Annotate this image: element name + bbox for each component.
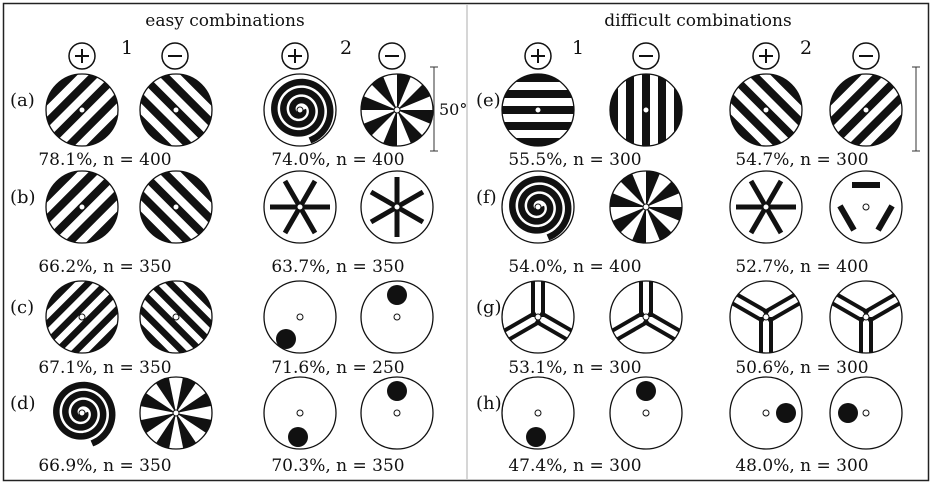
stimulus-sectors-fine — [140, 377, 212, 449]
header-easy: easy combinations — [145, 11, 304, 31]
stimulus-y-double-c — [730, 281, 802, 353]
stimulus-sectors — [610, 171, 682, 243]
stimulus-y-double-a — [502, 281, 574, 353]
accuracy-caption: 52.7%, n = 400 — [735, 257, 868, 277]
accuracy-caption: 54.7%, n = 300 — [735, 150, 868, 170]
column-number: 1 — [121, 37, 133, 59]
stimulus-dot-right — [730, 377, 802, 449]
stimulus-spiral — [264, 74, 336, 146]
stimulus-dot-bottom — [264, 377, 336, 449]
stimulus-spokes-6 — [264, 171, 336, 243]
accuracy-caption: 48.0%, n = 300 — [735, 456, 868, 476]
stimulus-y-double-b — [610, 281, 682, 353]
row-label: (d) — [10, 393, 36, 414]
stimulus-dot-bottom-left — [264, 281, 336, 353]
stimulus-spokes-6 — [730, 171, 802, 243]
row-label: (g) — [476, 297, 502, 318]
accuracy-caption: 66.9%, n = 350 — [38, 456, 171, 476]
accuracy-caption: 54.0%, n = 400 — [508, 257, 641, 277]
stimulus-dot-bottom — [502, 377, 574, 449]
stimulus-dot-top-right — [361, 281, 433, 353]
accuracy-caption: 47.4%, n = 300 — [508, 456, 641, 476]
column-number: 2 — [340, 37, 352, 59]
accuracy-caption: 63.7%, n = 350 — [271, 257, 404, 277]
stimulus-y-double-d — [830, 281, 902, 353]
minus-sign-icon — [633, 43, 659, 69]
plus-sign-icon — [282, 43, 308, 69]
stimulus-spiral-no-rim — [46, 377, 118, 449]
header-difficult: difficult combinations — [604, 11, 791, 31]
stimulus-sectors — [361, 74, 433, 146]
stimulus-dot-left — [830, 377, 902, 449]
stimulus-dot-top — [610, 377, 682, 449]
column-number: 1 — [572, 37, 584, 59]
row-label: (f) — [476, 187, 497, 208]
plus-sign-icon — [69, 43, 95, 69]
row-label: (h) — [476, 393, 502, 414]
accuracy-caption: 67.1%, n = 350 — [38, 358, 171, 378]
row-label: (c) — [10, 297, 34, 318]
accuracy-caption: 70.3%, n = 350 — [271, 456, 404, 476]
minus-sign-icon — [379, 43, 405, 69]
stimulus-spiral — [502, 171, 574, 243]
scale-label: 50° — [439, 100, 467, 119]
stimulus-dot-top — [361, 377, 433, 449]
accuracy-caption: 50.6%, n = 300 — [735, 358, 868, 378]
row-label: (b) — [10, 187, 36, 208]
plus-sign-icon — [753, 43, 779, 69]
accuracy-caption: 55.5%, n = 300 — [508, 150, 641, 170]
accuracy-caption: 78.1%, n = 400 — [38, 150, 171, 170]
accuracy-caption: 71.6%, n = 250 — [271, 358, 404, 378]
plus-sign-icon — [525, 43, 551, 69]
row-label: (e) — [476, 90, 501, 111]
stimulus-spokes-6-rot — [361, 171, 433, 243]
minus-sign-icon — [162, 43, 188, 69]
minus-sign-icon — [853, 43, 879, 69]
accuracy-caption: 66.2%, n = 350 — [38, 257, 171, 277]
row-label: (a) — [10, 90, 35, 111]
stimulus-triangle-bars — [830, 171, 902, 243]
accuracy-caption: 53.1%, n = 300 — [508, 358, 641, 378]
accuracy-caption: 74.0%, n = 400 — [271, 150, 404, 170]
column-number: 2 — [800, 37, 812, 59]
